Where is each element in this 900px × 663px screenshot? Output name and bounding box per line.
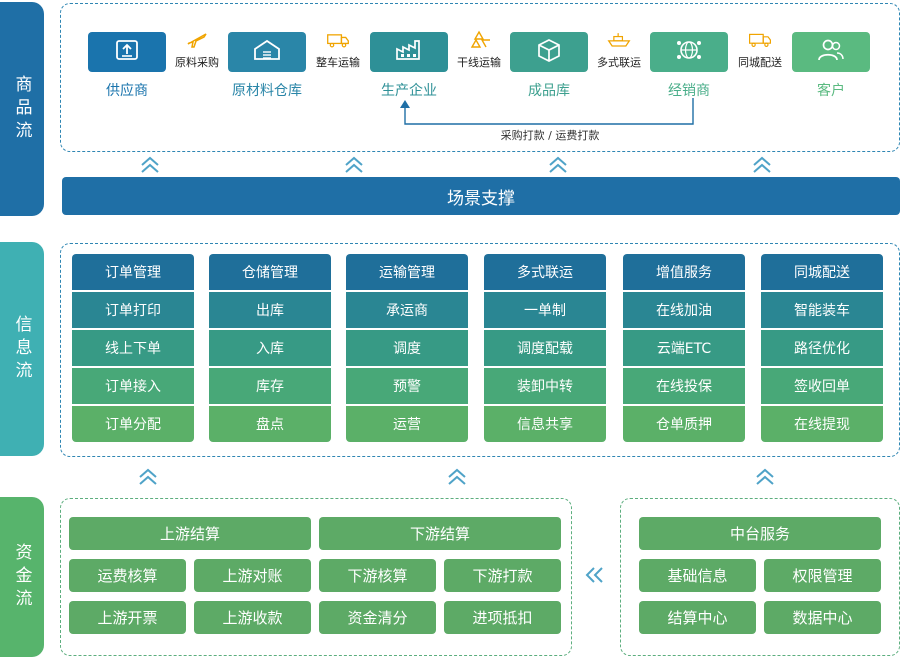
section-label-info-flow: 信息流 bbox=[0, 242, 44, 456]
info-column-item[interactable]: 签收回单 bbox=[761, 368, 883, 404]
info-column-item[interactable]: 订单打印 bbox=[72, 292, 194, 328]
upstream-settlement-header[interactable]: 上游结算 bbox=[69, 517, 311, 550]
double-chevron-up-icon bbox=[756, 468, 774, 485]
info-column-header[interactable]: 仓储管理 bbox=[209, 254, 331, 290]
double-chevron-up-icon bbox=[141, 156, 159, 173]
info-column-item[interactable]: 在线投保 bbox=[623, 368, 745, 404]
info-column-item[interactable]: 仓单质押 bbox=[623, 406, 745, 442]
downstream-item[interactable]: 下游核算 bbox=[319, 559, 436, 592]
double-chevron-up-icon bbox=[448, 468, 466, 485]
info-column-header[interactable]: 增值服务 bbox=[623, 254, 745, 290]
info-column-item[interactable]: 装卸中转 bbox=[484, 368, 606, 404]
info-column-item[interactable]: 云端ETC bbox=[623, 330, 745, 366]
platform-item[interactable]: 基础信息 bbox=[639, 559, 756, 592]
info-column-header[interactable]: 多式联运 bbox=[484, 254, 606, 290]
info-column-item[interactable]: 在线加油 bbox=[623, 292, 745, 328]
goods-edge-label: 干线运输 bbox=[457, 56, 501, 69]
recycle-icon bbox=[467, 30, 491, 50]
goods-node-label: 经销商 bbox=[668, 83, 710, 99]
warehouse-icon bbox=[252, 38, 282, 66]
globe-network-icon bbox=[675, 37, 703, 67]
goods-node-label: 生产企业 bbox=[381, 83, 437, 99]
info-column-header[interactable]: 运输管理 bbox=[346, 254, 468, 290]
goods-node-2[interactable] bbox=[370, 32, 448, 72]
info-column-item[interactable]: 调度配载 bbox=[484, 330, 606, 366]
goods-node-label: 客户 bbox=[817, 83, 845, 99]
goods-node-label: 原材料仓库 bbox=[232, 83, 302, 99]
scene-support-bar: 场景支撑 bbox=[62, 177, 900, 215]
payment-return-arrow bbox=[400, 98, 694, 125]
info-column-item[interactable]: 信息共享 bbox=[484, 406, 606, 442]
double-chevron-up-icon bbox=[753, 156, 771, 173]
info-column-item[interactable]: 出库 bbox=[209, 292, 331, 328]
factory-icon bbox=[394, 38, 424, 66]
airplane-icon bbox=[185, 30, 209, 50]
info-column: 运输管理承运商调度预警运营 bbox=[346, 254, 468, 444]
info-column: 多式联运一单制调度配载装卸中转信息共享 bbox=[484, 254, 606, 444]
goods-edge-label: 多式联运 bbox=[597, 56, 641, 69]
info-column-item[interactable]: 订单分配 bbox=[72, 406, 194, 442]
double-chevron-up-icon bbox=[549, 156, 567, 173]
info-column: 订单管理订单打印线上下单订单接入订单分配 bbox=[72, 254, 194, 444]
goods-node-label: 成品库 bbox=[528, 83, 570, 99]
upstream-item[interactable]: 上游对账 bbox=[194, 559, 311, 592]
payment-label: 采购打款 / 运费打款 bbox=[500, 129, 600, 142]
upstream-item[interactable]: 上游开票 bbox=[69, 601, 186, 634]
info-column: 仓储管理出库入库库存盘点 bbox=[209, 254, 331, 444]
goods-node-3[interactable] bbox=[510, 32, 588, 72]
delivery-van-icon bbox=[748, 30, 772, 50]
upstream-item[interactable]: 运费核算 bbox=[69, 559, 186, 592]
info-column-item[interactable]: 调度 bbox=[346, 330, 468, 366]
funds-settlement-panel bbox=[60, 498, 572, 656]
double-chevron-up-icon bbox=[139, 468, 157, 485]
double-chevron-up-icon bbox=[345, 156, 363, 173]
double-chevron-left-icon bbox=[585, 567, 603, 583]
downstream-item[interactable]: 下游打款 bbox=[444, 559, 561, 592]
info-column-item[interactable]: 运营 bbox=[346, 406, 468, 442]
info-column-item[interactable]: 承运商 bbox=[346, 292, 468, 328]
platform-item[interactable]: 权限管理 bbox=[764, 559, 881, 592]
info-column-header[interactable]: 订单管理 bbox=[72, 254, 194, 290]
info-column-item[interactable]: 智能装车 bbox=[761, 292, 883, 328]
downstream-item[interactable]: 资金清分 bbox=[319, 601, 436, 634]
platform-item[interactable]: 结算中心 bbox=[639, 601, 756, 634]
goods-node-1[interactable] bbox=[228, 32, 306, 72]
info-column-item[interactable]: 线上下单 bbox=[72, 330, 194, 366]
downstream-item[interactable]: 进项抵扣 bbox=[444, 601, 561, 634]
upstream-item[interactable]: 上游收款 bbox=[194, 601, 311, 634]
upload-icon bbox=[114, 38, 140, 66]
info-column-item[interactable]: 预警 bbox=[346, 368, 468, 404]
info-column-item[interactable]: 入库 bbox=[209, 330, 331, 366]
goods-node-4[interactable] bbox=[650, 32, 728, 72]
downstream-settlement-header[interactable]: 下游结算 bbox=[319, 517, 561, 550]
section-label-goods-flow: 商品流 bbox=[0, 2, 44, 216]
info-column-item[interactable]: 在线提现 bbox=[761, 406, 883, 442]
truck-icon bbox=[326, 30, 350, 50]
ship-icon bbox=[607, 30, 631, 50]
info-column-item[interactable]: 盘点 bbox=[209, 406, 331, 442]
goods-edge-label: 整车运输 bbox=[316, 56, 360, 69]
goods-node-label: 供应商 bbox=[106, 83, 148, 99]
info-column: 同城配送智能装车路径优化签收回单在线提现 bbox=[761, 254, 883, 444]
platform-service-header[interactable]: 中台服务 bbox=[639, 517, 881, 550]
info-column-item[interactable]: 库存 bbox=[209, 368, 331, 404]
platform-item[interactable]: 数据中心 bbox=[764, 601, 881, 634]
info-column-item[interactable]: 订单接入 bbox=[72, 368, 194, 404]
users-icon bbox=[816, 37, 846, 67]
section-label-funds-flow: 资金流 bbox=[0, 497, 44, 657]
box-icon bbox=[535, 37, 563, 67]
info-column-item[interactable]: 一单制 bbox=[484, 292, 606, 328]
goods-node-5[interactable] bbox=[792, 32, 870, 72]
goods-node-0[interactable] bbox=[88, 32, 166, 72]
goods-edge-label: 同城配送 bbox=[738, 56, 782, 69]
goods-edge-label: 原料采购 bbox=[175, 56, 219, 69]
info-column-header[interactable]: 同城配送 bbox=[761, 254, 883, 290]
info-column-item[interactable]: 路径优化 bbox=[761, 330, 883, 366]
